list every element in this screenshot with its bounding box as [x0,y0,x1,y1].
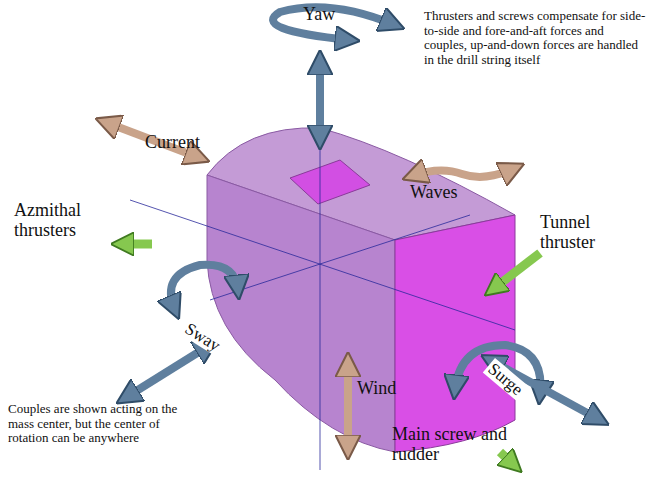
axis-lines [130,55,515,470]
motion-arrows [125,7,600,420]
environment-arrows [105,122,515,450]
thruster-label: Main screw and rudder [392,424,517,464]
axis-label: Yaw [303,4,335,24]
force-label: Wind [357,378,396,398]
thruster-arrows [120,244,540,466]
note-text: Couples are shown acting on the mass cen… [8,402,203,446]
note-text: Thrusters and screws compensate for side… [424,9,648,67]
force-label: Current [145,132,200,152]
force-label: Waves [410,182,458,202]
thruster-label: Tunnel thruster [540,212,640,252]
hull [207,128,515,452]
thruster-label: Azmithal thrusters [14,200,114,240]
